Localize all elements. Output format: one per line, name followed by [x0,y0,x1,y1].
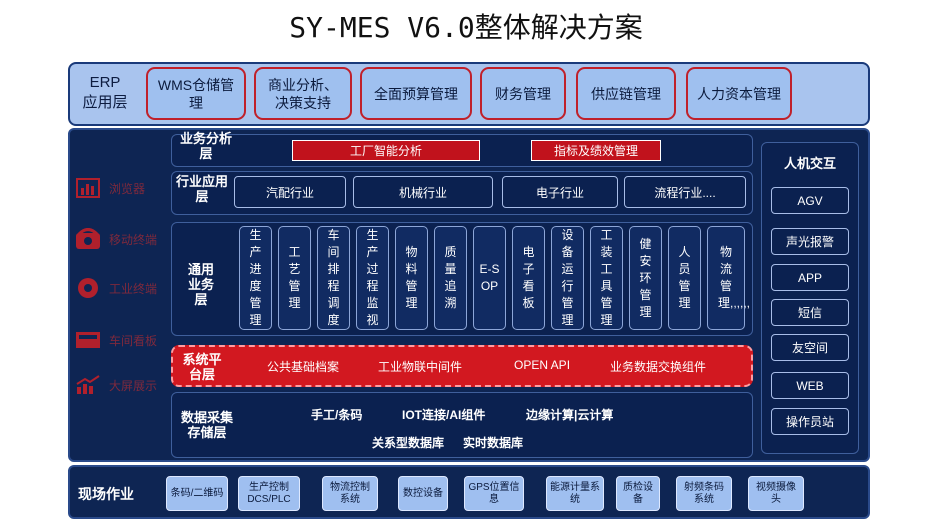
data-item[interactable]: 实时数据库 [463,436,524,450]
page-title: SY-MES V6.0整体解决方案 [289,11,643,44]
field-item[interactable]: GPS位置信息 [464,476,524,511]
analysis-item-factory[interactable]: 工厂智能分析 [292,140,480,161]
left-item-label: 大屏展示 [109,378,158,393]
erp-item-budget[interactable]: 全面预算管理 [360,67,472,120]
industry-item-machinery[interactable]: 机械行业 [353,176,493,208]
field-item[interactable]: 视频摄像头 [748,476,804,511]
analysis-layer-label: 业务分析层 [179,131,232,161]
left-item-label: 工业终端 [109,281,158,296]
erp-item-hr[interactable]: 人力资本管理 [686,67,792,120]
general-item[interactable]: 质量追溯 [434,226,467,330]
hmi-item-alarm[interactable]: 声光报警 [771,228,849,255]
general-item[interactable]: 工装工具管理 [590,226,623,330]
general-layer-label: 通用业务层 [187,262,214,307]
general-item[interactable]: 生产进度管理 [239,226,272,330]
left-item-browser[interactable]: 浏览器 [75,175,175,201]
hmi-title: 人机交互 [783,156,836,171]
field-item[interactable]: 能源计量系统 [546,476,604,511]
industry-layer-label: 行业应用层 [176,174,229,204]
platform-item[interactable]: 工业物联中间件 [378,360,463,374]
hmi-item-app[interactable]: APP [771,264,849,291]
hmi-item-space[interactable]: 友空间 [771,334,849,361]
hmi-item-sms[interactable]: 短信 [771,299,849,326]
erp-item-wms[interactable]: WMS仓储管理 [146,67,246,120]
hmi-item-web[interactable]: WEB [771,372,849,399]
general-item[interactable]: 电子看板 [512,226,545,330]
general-item[interactable]: 物料管理 [395,226,428,330]
system-platform-layer [171,345,753,387]
field-item[interactable]: 射频条码系统 [676,476,732,511]
field-item[interactable]: 物流控制系统 [322,476,378,511]
data-layer-label: 数据采集存储层 [180,410,233,440]
general-item[interactable]: 生产过程监视 [356,226,389,330]
erp-label-line2: 应用层 [82,94,128,111]
erp-item-supply-chain[interactable]: 供应链管理 [576,67,676,120]
field-item[interactable]: 条码/二维码 [166,476,228,511]
data-item[interactable]: 关系型数据库 [372,436,445,450]
board-icon [75,329,101,351]
industry-item-process[interactable]: 流程行业.... [624,176,746,208]
field-item[interactable]: 生产控制DCS/PLC [238,476,300,511]
general-item[interactable]: 健安环管理 [629,226,662,330]
gear-icon [75,277,101,299]
phone-icon [75,228,101,250]
industry-item-electronics[interactable]: 电子行业 [502,176,618,208]
general-item[interactable]: 物流管理,,,,,, [707,226,750,330]
erp-label-line1: ERP [89,74,121,91]
general-item[interactable]: 车间排程调度 [317,226,350,330]
field-item[interactable]: 数控设备 [398,476,448,511]
erp-item-finance[interactable]: 财务管理 [480,67,566,120]
data-item[interactable]: 手工/条码 [311,408,363,422]
field-item[interactable]: 质检设备 [616,476,660,511]
bar-chart-icon [75,177,101,199]
left-item-bigscreen[interactable]: 大屏展示 [75,372,175,398]
hmi-item-operator[interactable]: 操作员站 [771,408,849,435]
data-item[interactable]: IOT连接/AI组件 [402,408,486,422]
platform-item[interactable]: 公共基础档案 [267,360,340,374]
hmi-item-agv[interactable]: AGV [771,187,849,214]
general-item[interactable]: 人员管理 [668,226,701,330]
left-item-label: 移动终端 [109,232,158,247]
general-item[interactable]: E-SOP [473,226,506,330]
general-item[interactable]: 设备运行管理 [551,226,584,330]
erp-item-bi[interactable]: 商业分析、决策支持 [254,67,352,120]
analysis-item-kpi[interactable]: 指标及绩效管理 [531,140,661,161]
platform-item[interactable]: 业务数据交换组件 [610,360,707,374]
left-item-industrial[interactable]: 工业终端 [75,275,175,301]
erp-layer-label: ERP 应用层 [70,73,140,113]
left-item-label: 车间看板 [109,333,158,348]
left-item-label: 浏览器 [109,181,146,196]
left-item-mobile[interactable]: 移动终端 [75,226,175,252]
industry-item-auto-parts[interactable]: 汽配行业 [234,176,346,208]
platform-item[interactable]: OPEN API [514,358,571,372]
data-item[interactable]: 边缘计算|云计算 [526,408,614,422]
left-item-board[interactable]: 车间看板 [75,327,175,353]
data-layer [171,392,753,458]
system-platform-label: 系统平台层 [182,352,222,382]
general-item[interactable]: 工艺管理 [278,226,311,330]
trend-icon [75,374,101,396]
field-layer-label: 现场作业 [78,486,134,502]
